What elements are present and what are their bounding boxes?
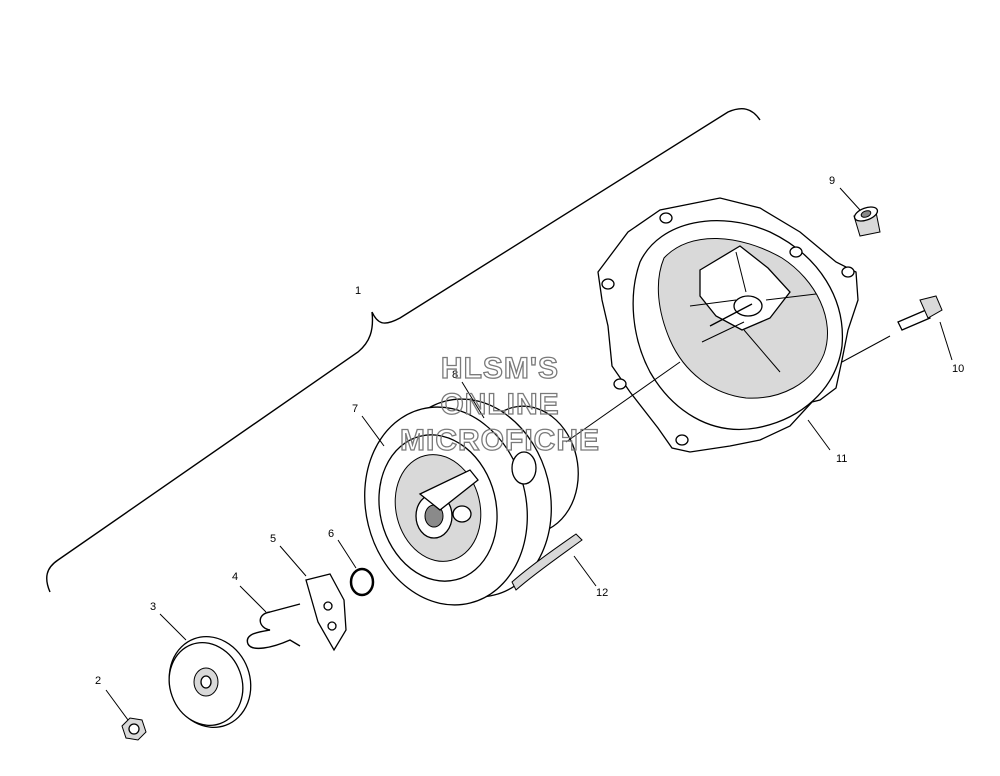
callout-7: 7 [352,403,358,415]
rope-pulley-part [364,398,552,606]
nut-part [121,717,147,741]
callout-8: 8 [452,369,458,381]
callout-6: 6 [328,528,334,540]
watermark-line-3: MICROFICHE [400,424,600,457]
watermark-line-2: ONLINE [440,388,559,421]
callout-11: 11 [836,453,847,465]
bolt-part [897,295,943,331]
callout-1: 1 [355,285,361,297]
recoil-housing-part [597,197,859,453]
callout-3: 3 [150,601,156,613]
watermark-line-1: HLSM'S [441,352,559,385]
callout-12: 12 [596,587,608,599]
spring-clip-part [246,603,301,650]
leader-lines [105,187,953,721]
starter-rope-part [511,533,583,591]
friction-plate-part [168,636,252,728]
callout-5: 5 [270,533,276,545]
rope-bushing-part [853,206,881,237]
assembly-bracket [46,108,761,593]
callout-10: 10 [952,363,964,375]
watermark: HLSM'S ONLINE MICROFICHE [399,351,600,457]
callout-2: 2 [95,675,101,687]
callout-4: 4 [232,571,238,583]
callout-9: 9 [829,175,835,187]
pawl-spring-part [349,567,375,597]
pawl-part [305,573,347,652]
